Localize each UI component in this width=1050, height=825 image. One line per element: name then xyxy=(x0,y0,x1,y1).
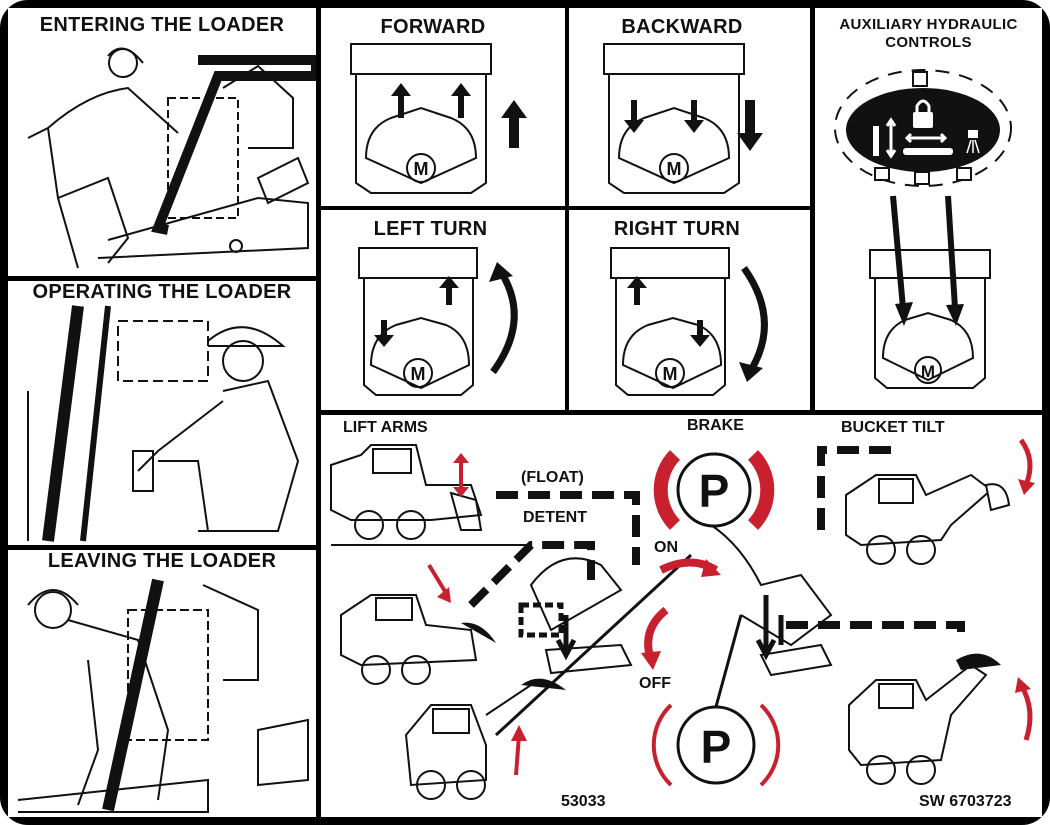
divider xyxy=(8,545,316,550)
direction-down-arrow-icon xyxy=(737,100,763,151)
left-turn-title: LEFT TURN xyxy=(373,218,488,240)
down-arrow-icon xyxy=(684,100,704,133)
down-arrow-icon xyxy=(374,320,394,347)
up-arrow-icon xyxy=(391,83,411,118)
backward-diagram: M xyxy=(603,43,763,194)
panel-right-turn: RIGHT TURN M xyxy=(569,210,810,410)
down-red-arrow-icon xyxy=(427,563,448,595)
panel-auxiliary-hydraulic: AUXILIARY HYDRAULIC CONTROLS M xyxy=(815,8,1042,410)
svg-text:M: M xyxy=(411,364,426,384)
panel-forward: FORWARD M xyxy=(321,8,565,206)
right-turn-title: RIGHT TURN xyxy=(613,218,741,240)
svg-text:M: M xyxy=(663,364,678,384)
entering-title: ENTERING THE LOADER xyxy=(39,14,285,36)
divider xyxy=(321,206,810,210)
bucket-tilt-label: BUCKET TILT xyxy=(841,419,945,436)
loader-bucket-curl-icon xyxy=(848,663,988,785)
auxiliary-title-line1: AUXILIARY HYDRAULIC xyxy=(839,16,1018,33)
brake-off-icon: P xyxy=(651,703,781,787)
brake-on-icon: P xyxy=(653,450,775,530)
loader-raised-icon xyxy=(404,684,532,800)
forward-title: FORWARD xyxy=(380,16,486,38)
brake-on-label: ON xyxy=(654,539,678,556)
pedal-feet-icon xyxy=(494,524,833,737)
handle-letter: M xyxy=(414,159,429,179)
operating-illustration xyxy=(27,305,300,542)
down-red-curved-arrow-icon xyxy=(1018,438,1033,486)
left-turn-diagram: M xyxy=(358,247,518,396)
svg-text:M: M xyxy=(667,159,682,179)
clockwise-arrow-icon xyxy=(741,265,768,372)
down-arrow-icon xyxy=(690,320,710,347)
svg-text:P: P xyxy=(701,721,732,773)
forward-diagram: M xyxy=(350,43,527,194)
loader-lowered-icon xyxy=(340,594,478,685)
control-panel-oval xyxy=(846,88,1000,172)
panel-pedal-controls: LIFT ARMS (FLOAT) DETENT BRAKE ON OFF BU… xyxy=(321,415,1042,817)
brake-off-label: OFF xyxy=(639,675,671,692)
loader-lift-arms-icon xyxy=(330,444,531,546)
float-label: (FLOAT) xyxy=(521,469,584,486)
panel-entering-loader: ENTERING THE LOADER xyxy=(8,8,316,276)
divider xyxy=(8,276,316,281)
cylinder-vertical-icon xyxy=(873,126,879,156)
auxiliary-diagram: M xyxy=(834,69,1012,389)
up-arrow-icon xyxy=(627,276,647,305)
panel-left-turn: LEFT TURN M xyxy=(321,210,565,410)
divider xyxy=(316,8,321,817)
auxiliary-title-line2: CONTROLS xyxy=(885,34,972,51)
svg-text:M: M xyxy=(921,362,935,381)
divider xyxy=(810,8,815,410)
panel-leaving-loader: LEAVING THE LOADER xyxy=(8,550,316,817)
right-turn-diagram: M xyxy=(610,247,768,396)
loader-bucket-dump-icon xyxy=(845,473,993,565)
part-number-right: SW 6703723 xyxy=(919,793,1012,810)
part-number-left: 53033 xyxy=(561,793,606,810)
direction-up-arrow-icon xyxy=(501,100,527,148)
svg-text:P: P xyxy=(699,465,730,517)
detent-label: DETENT xyxy=(523,509,587,526)
down-arrow-icon xyxy=(555,615,577,661)
up-down-arrow-icon xyxy=(885,117,897,159)
spray-icon xyxy=(966,130,980,154)
double-arrow-icon xyxy=(904,132,948,144)
up-red-curved-arrow-icon xyxy=(1018,683,1033,741)
panel-backward: BACKWARD M xyxy=(569,8,810,206)
brake-label: BRAKE xyxy=(687,417,744,434)
up-red-arrow-icon xyxy=(514,734,521,776)
leaving-title: LEAVING THE LOADER xyxy=(47,550,277,572)
down-arrow-icon xyxy=(624,100,644,133)
counterclockwise-arrow-icon xyxy=(490,270,518,375)
up-arrow-icon xyxy=(451,83,471,118)
divider xyxy=(321,410,1042,415)
lock-icon xyxy=(913,99,933,128)
operating-title: OPERATING THE LOADER xyxy=(32,281,292,303)
entering-illustration xyxy=(27,47,316,269)
down-arrow-icon xyxy=(755,595,777,661)
lift-arms-label: LIFT ARMS xyxy=(343,419,428,436)
leaving-illustration xyxy=(17,578,309,813)
panel-operating-loader: OPERATING THE LOADER xyxy=(8,281,316,545)
up-arrow-icon xyxy=(439,276,459,305)
pedal-diagram: P P xyxy=(330,438,1035,800)
cylinder-horizontal-icon xyxy=(903,148,953,155)
backward-title: BACKWARD xyxy=(621,16,743,38)
